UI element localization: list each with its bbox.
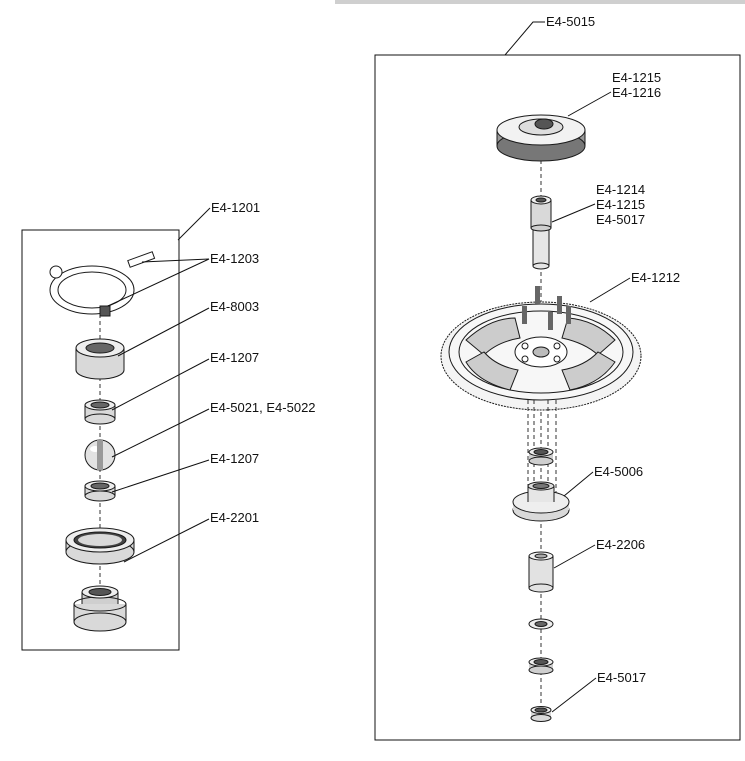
shaft-part (530, 195, 552, 270)
assembly-right-label: E4-5015 (546, 14, 595, 29)
bushing-lower-part (84, 480, 116, 502)
assembly-left: E4-1201 E4-1203 E4-8003 (21, 200, 316, 651)
leader-right-shaft (551, 203, 596, 223)
washer-part (528, 618, 554, 630)
leader-right-sleeve (553, 544, 596, 569)
leader-left-clamp-a (141, 258, 210, 263)
pulley-part (496, 114, 586, 162)
leader-left-flange (123, 518, 210, 563)
label-right-shaft-a: E4-1214 (596, 182, 645, 197)
label-right-bottom-bushing: E4-5017 (597, 670, 646, 685)
label-left-housing: E4-8003 (210, 299, 259, 314)
label-left-bushing-lower: E4-1207 (210, 451, 259, 466)
flanged-hub-part (512, 481, 570, 522)
bearing-housing-part (75, 338, 125, 380)
label-right-shaft-b: E4-1215 (596, 197, 645, 212)
leader-right-gear (589, 277, 631, 303)
top-gray-bar (335, 0, 745, 4)
label-left-flange: E4-2201 (210, 510, 259, 525)
assembly-frame-left (21, 229, 180, 651)
assembly-right: E4-5015 E4-1215 E4-1216 (374, 14, 741, 741)
lower-bearing-part (528, 657, 554, 675)
flange-ring-part (65, 527, 135, 565)
hub-bearing-part (528, 447, 554, 466)
leader-left-bushing-upper (111, 358, 210, 411)
assembly-left-label: E4-1201 (211, 200, 260, 215)
label-left-bushing-upper: E4-1207 (210, 350, 259, 365)
label-right-shaft-c: E4-5017 (596, 212, 645, 227)
assembly-right-leader (504, 21, 545, 56)
label-left-ball: E4-5021, E4-5022 (210, 400, 316, 415)
base-seat-part (73, 585, 127, 632)
leader-right-flanged-hub (563, 471, 594, 497)
large-gear-part (440, 286, 642, 411)
assembly-left-leader (177, 207, 211, 241)
leader-left-bushing-lower (111, 459, 210, 493)
bottom-bushing-part (530, 706, 552, 722)
label-left-clamp: E4-1203 (210, 251, 259, 266)
leader-right-bottom-bushing (551, 677, 597, 713)
leader-left-clamp-b (107, 258, 210, 307)
leader-right-pulley (567, 91, 612, 117)
ball-part (84, 439, 116, 471)
label-right-pulley-b: E4-1216 (612, 85, 661, 100)
leader-left-housing (117, 307, 210, 357)
bushing-upper-part (84, 399, 116, 425)
clamp-ring-part (49, 251, 156, 317)
label-right-flanged-hub: E4-5006 (594, 464, 643, 479)
sleeve-part (528, 551, 554, 593)
label-right-pulley-a: E4-1215 (612, 70, 661, 85)
label-right-sleeve: E4-2206 (596, 537, 645, 552)
leader-left-ball (111, 408, 210, 458)
assembly-frame-right (374, 54, 741, 741)
label-right-gear: E4-1212 (631, 270, 680, 285)
